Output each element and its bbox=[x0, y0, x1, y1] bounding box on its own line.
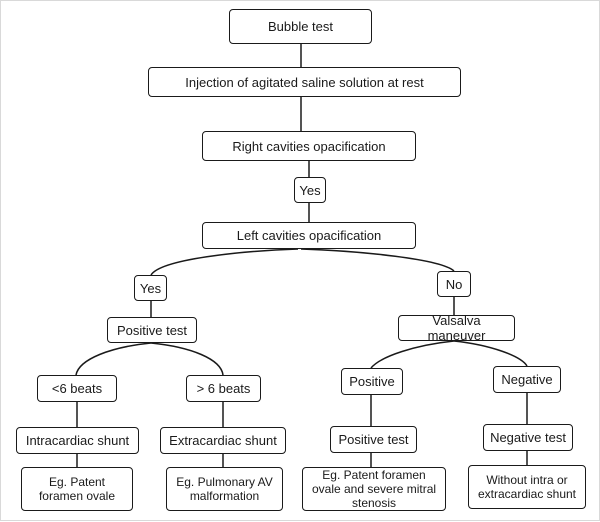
node-right-cavities-opacification: Right cavities opacification bbox=[202, 131, 416, 161]
node-without-shunt-label: Without intra or extracardiac shunt bbox=[477, 473, 577, 501]
node-eg-pulmonary-av-malformation-label: Eg. Pulmonary AV malformation bbox=[176, 475, 273, 503]
node-no: No bbox=[437, 271, 471, 297]
node-lt6-beats-label: <6 beats bbox=[51, 381, 103, 396]
node-extracardiac-shunt: Extracardiac shunt bbox=[160, 427, 286, 454]
node-positive-test-right: Positive test bbox=[330, 426, 417, 453]
node-extracardiac-shunt-label: Extracardiac shunt bbox=[169, 433, 277, 448]
node-negative-test-label: Negative test bbox=[490, 430, 566, 445]
connector-valsalva-to-positive bbox=[370, 340, 455, 369]
node-right-cavities-opacification-label: Right cavities opacification bbox=[232, 138, 386, 154]
node-eg-patent-foramen-ovale-label: Eg. Patent foramen ovale bbox=[38, 475, 116, 503]
node-left-cavities-opacification-label: Left cavities opacification bbox=[236, 228, 382, 243]
node-intracardiac-shunt-label: Intracardiac shunt bbox=[25, 433, 130, 448]
node-no-label: No bbox=[445, 276, 463, 292]
node-eg-pfo-mitral-stenosis-label: Eg. Patent foramen ovale and severe mitr… bbox=[311, 468, 437, 510]
node-gt6-beats: > 6 beats bbox=[186, 375, 261, 402]
node-positive-test-left: Positive test bbox=[107, 317, 197, 343]
connector-positive-test-to-lt6 bbox=[75, 342, 152, 376]
node-gt6-beats-label: > 6 beats bbox=[196, 381, 251, 396]
node-injection: Injection of agitated saline solution at… bbox=[148, 67, 461, 97]
node-bubble-test-label: Bubble test bbox=[267, 19, 334, 34]
connector-left-to-no-branch bbox=[300, 248, 455, 272]
node-valsalva-maneuver-label: Valsalva maneuver bbox=[427, 313, 486, 343]
node-yes-1-label: Yes bbox=[299, 182, 321, 198]
node-bubble-test: Bubble test bbox=[229, 9, 372, 44]
node-negative-label: Negative bbox=[501, 372, 553, 387]
node-valsalva-maneuver: Valsalva maneuver bbox=[398, 313, 515, 343]
node-negative-test: Negative test bbox=[483, 424, 573, 451]
node-injection-label: Injection of agitated saline solution at… bbox=[185, 74, 424, 90]
node-yes-1: Yes bbox=[294, 177, 326, 203]
node-eg-patent-foramen-ovale: Eg. Patent foramen ovale bbox=[21, 467, 133, 511]
node-eg-pulmonary-av-malformation: Eg. Pulmonary AV malformation bbox=[166, 467, 283, 511]
node-lt6-beats: <6 beats bbox=[37, 375, 117, 402]
node-positive-test-left-label: Positive test bbox=[116, 322, 188, 338]
node-without-shunt: Without intra or extracardiac shunt bbox=[468, 465, 586, 509]
node-negative: Negative bbox=[493, 366, 561, 393]
node-eg-pfo-mitral-stenosis: Eg. Patent foramen ovale and severe mitr… bbox=[302, 467, 446, 511]
node-left-cavities-opacification: Left cavities opacification bbox=[202, 222, 416, 249]
node-positive-test-right-label: Positive test bbox=[338, 432, 409, 447]
connector-valsalva-to-negative bbox=[453, 340, 528, 367]
connector-positive-test-to-gt6 bbox=[150, 342, 224, 376]
node-yes-2: Yes bbox=[134, 275, 167, 301]
node-intracardiac-shunt: Intracardiac shunt bbox=[16, 427, 139, 454]
connector-left-to-yes-branch bbox=[150, 248, 299, 276]
node-positive-label: Positive bbox=[349, 374, 395, 389]
node-positive: Positive bbox=[341, 368, 403, 395]
node-yes-2-label: Yes bbox=[139, 280, 162, 296]
